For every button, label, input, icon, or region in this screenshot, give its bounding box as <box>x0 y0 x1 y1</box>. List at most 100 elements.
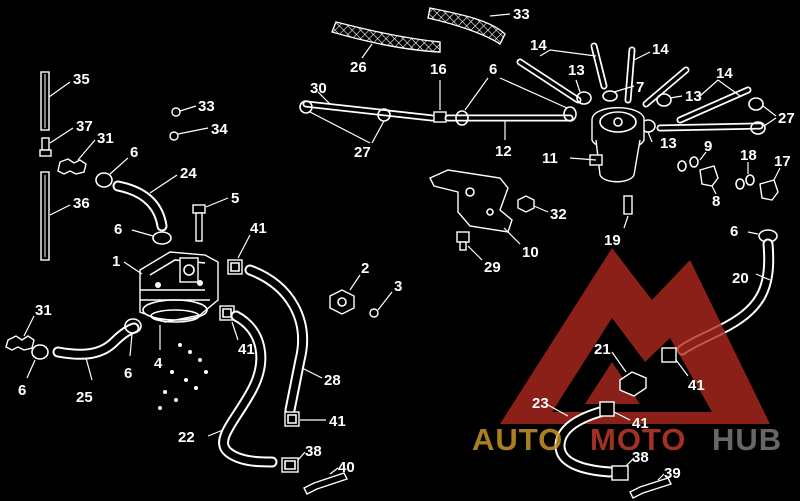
label-16: 16 <box>430 61 447 78</box>
part-pump-hardware <box>158 343 208 410</box>
label-33b: 33 <box>513 6 530 23</box>
part-6-clamp-f <box>563 106 577 122</box>
label-31b: 31 <box>35 302 52 319</box>
label-23: 23 <box>532 395 549 412</box>
label-6e: 6 <box>489 61 497 78</box>
label-17: 17 <box>774 153 791 170</box>
part-10-bracket <box>429 169 513 233</box>
part-40-bolt <box>303 472 348 495</box>
label-30: 30 <box>310 80 327 97</box>
part-8-elbow-fitting <box>699 165 719 187</box>
part-6-clamp-c <box>31 344 49 360</box>
label-11: 11 <box>542 150 558 167</box>
part-6-clamp-d <box>124 318 142 334</box>
label-39: 39 <box>664 465 681 482</box>
label-13b: 13 <box>685 88 702 105</box>
part-33-braided-sleeve <box>427 7 506 46</box>
part-32-nut <box>517 195 535 213</box>
part-25-hose <box>52 322 140 360</box>
label-36: 36 <box>73 195 90 212</box>
label-6b: 6 <box>114 221 122 238</box>
label-1: 1 <box>112 253 120 270</box>
label-13c: 13 <box>660 135 677 152</box>
label-6a: 6 <box>130 144 138 161</box>
part-27-clamp <box>299 100 313 114</box>
part-34-clip <box>169 131 179 141</box>
part-17-elbow-fitting <box>759 179 779 201</box>
part-38-clamp-b <box>611 465 629 481</box>
part-30-tube <box>302 100 436 122</box>
label-27a: 27 <box>354 144 371 161</box>
label-24: 24 <box>180 165 197 182</box>
part-31-barb-fitting <box>57 158 87 175</box>
label-41c: 41 <box>329 413 346 430</box>
label-38a: 38 <box>305 443 322 460</box>
part-26-braided-sleeve <box>331 21 441 53</box>
part-22-hose <box>218 310 278 468</box>
label-33a: 33 <box>198 98 215 115</box>
part-2-fitting <box>329 289 355 315</box>
part-9-orings <box>677 156 699 172</box>
part-7-oring <box>602 90 618 102</box>
label-27b: 27 <box>778 110 795 127</box>
part-28-hose <box>244 264 309 416</box>
part-13-clamp-b <box>656 93 672 107</box>
part-41-clamp-e <box>599 401 615 417</box>
label-35: 35 <box>73 71 90 88</box>
label-37: 37 <box>76 118 93 135</box>
part-14-tubes <box>516 42 764 132</box>
part-41-clamp-c <box>284 411 300 427</box>
label-25: 25 <box>76 389 93 406</box>
label-41b: 41 <box>238 341 255 358</box>
label-20: 20 <box>732 270 749 287</box>
part-37-fitting <box>39 137 52 157</box>
part-13-clamp <box>576 91 592 105</box>
part-29-bolt <box>456 231 470 251</box>
part-11-canister <box>589 107 645 183</box>
label-41e: 41 <box>632 415 649 432</box>
label-14c: 14 <box>716 65 733 82</box>
label-5: 5 <box>231 190 239 207</box>
part-5-bolt <box>192 204 206 242</box>
watermark-auto: AUTO <box>472 422 563 457</box>
label-6c: 6 <box>124 365 132 382</box>
part-38-clamp <box>281 457 299 473</box>
label-40: 40 <box>338 459 355 476</box>
part-35-hose <box>40 71 50 131</box>
label-41a: 41 <box>250 220 267 237</box>
part-16-connector <box>433 111 447 123</box>
part-41-clamp <box>227 259 243 275</box>
label-22: 22 <box>178 429 195 446</box>
label-29: 29 <box>484 259 501 276</box>
label-31a: 31 <box>97 130 114 147</box>
part-3-washer <box>369 308 379 318</box>
watermark-hub: HUB <box>712 422 782 457</box>
label-6d: 6 <box>18 382 26 399</box>
label-10: 10 <box>522 244 539 261</box>
part-24-elbow-hose <box>112 180 168 232</box>
label-38b: 38 <box>632 449 649 466</box>
label-7: 7 <box>636 79 644 96</box>
part-23-hose <box>554 406 616 478</box>
part-41-clamp-d <box>661 347 677 363</box>
label-32: 32 <box>550 206 567 223</box>
label-12: 12 <box>495 143 512 160</box>
part-6-clamp-b <box>152 231 172 245</box>
label-14b: 14 <box>652 41 669 58</box>
label-9: 9 <box>704 138 712 155</box>
label-41d: 41 <box>688 377 705 394</box>
label-34: 34 <box>211 121 228 138</box>
part-27-clamp-d <box>750 121 766 135</box>
part-27-clamp-c <box>748 97 764 111</box>
label-4: 4 <box>154 355 163 372</box>
part-6-clamp <box>95 172 113 188</box>
label-13a: 13 <box>568 62 585 79</box>
part-39-bolt <box>629 477 672 499</box>
label-18: 18 <box>740 147 757 164</box>
label-2: 2 <box>361 260 369 277</box>
label-8: 8 <box>712 193 720 210</box>
part-18-orings <box>735 174 755 190</box>
part-1-fuel-pump <box>139 251 219 323</box>
watermark-wordmark: AUTO MOTO HUB <box>472 422 782 457</box>
